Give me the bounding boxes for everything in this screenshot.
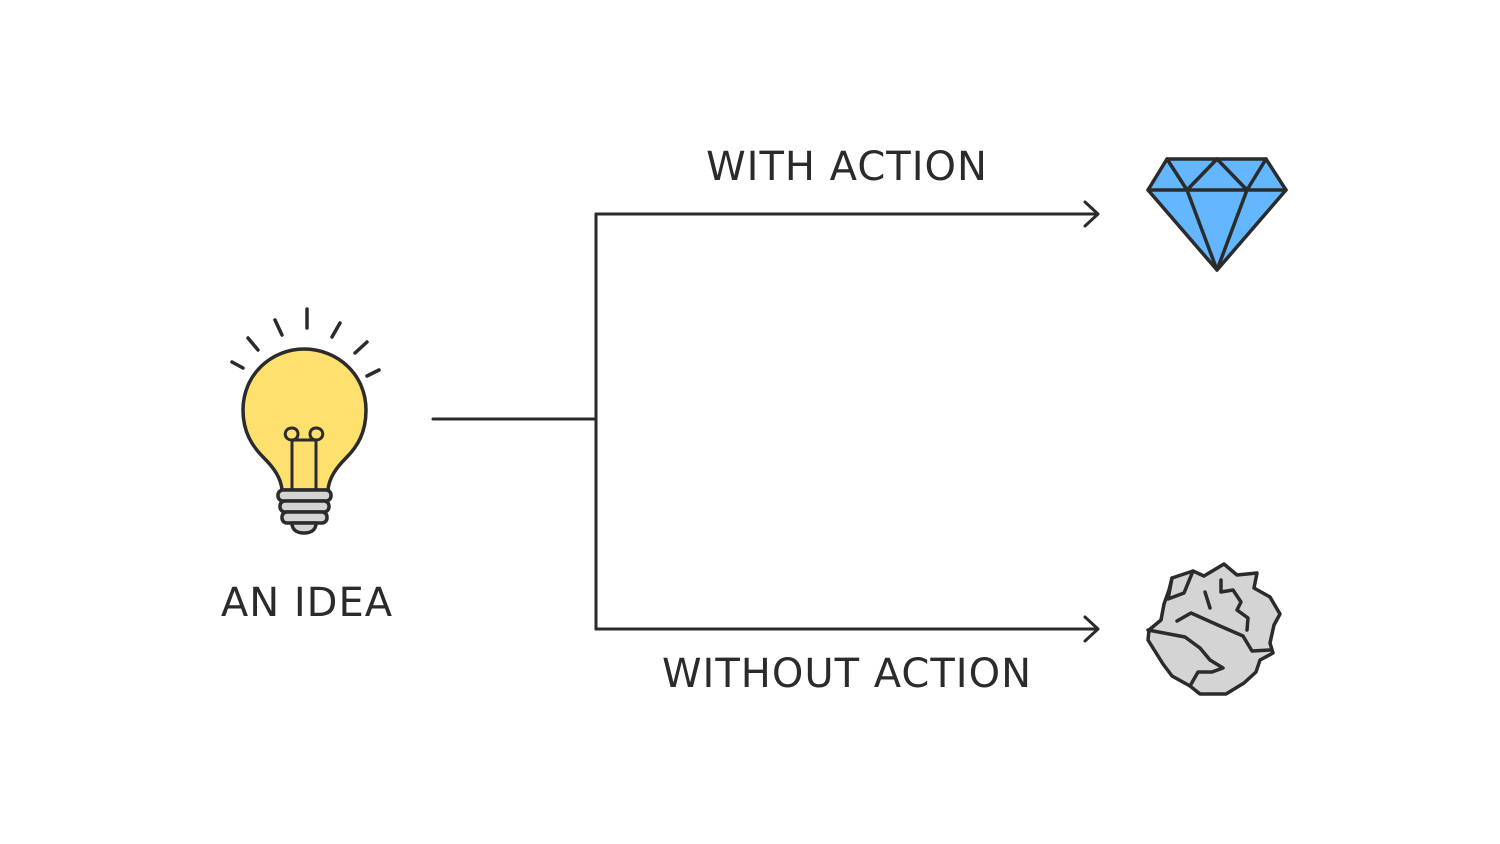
crumpled-paper-icon: [1146, 562, 1282, 696]
without-action-label: WITHOUT ACTION: [662, 651, 1032, 697]
with-action-arrowhead: [1083, 200, 1100, 228]
source-label: AN IDEA: [220, 580, 394, 626]
diamond-icon: [1146, 157, 1288, 272]
connector: [431, 200, 1100, 643]
lightbulb-icon: [230, 307, 381, 535]
without-action-arrowhead: [1083, 615, 1100, 643]
with-action-label: WITH ACTION: [706, 144, 988, 190]
